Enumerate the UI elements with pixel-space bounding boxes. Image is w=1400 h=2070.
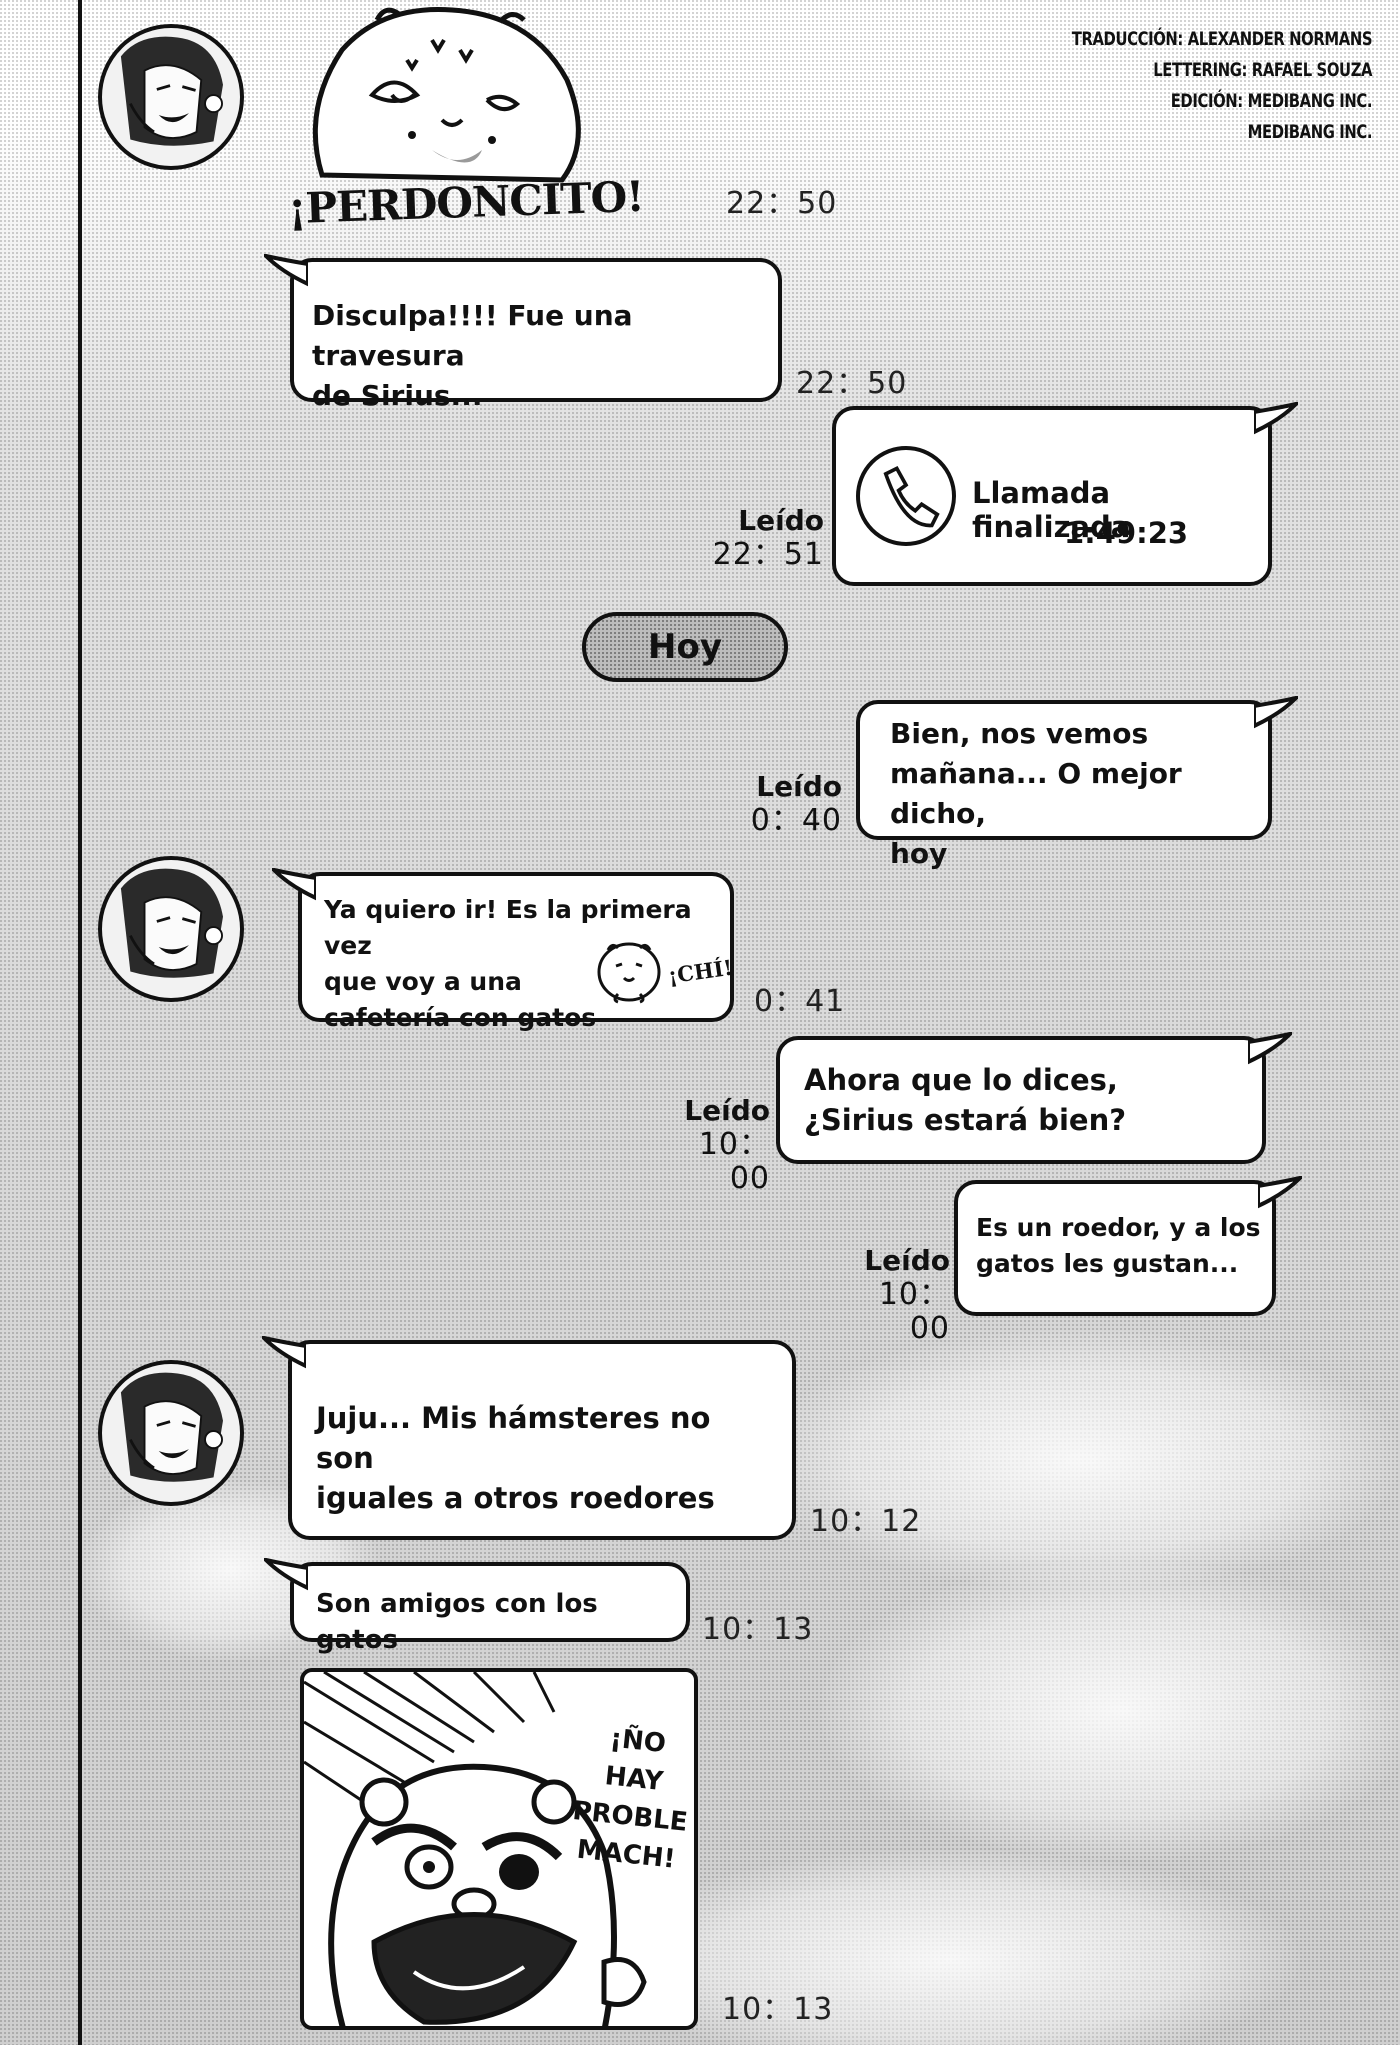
read-label: Leído xyxy=(738,504,824,537)
message-text: Disculpa!!!! Fue una travesura de Sirius… xyxy=(312,299,633,412)
message-text: Ya quiero ir! Es la primera vez que voy … xyxy=(324,895,692,1032)
call-bubble[interactable]: Llamada finalizada 1:49:23 xyxy=(832,402,1298,586)
bubble-tail xyxy=(272,868,316,901)
screentone-cloud xyxy=(760,1330,1400,1590)
message-bubble-outgoing[interactable]: Ahora que lo dices, ¿Sirius estará bien? xyxy=(776,1032,1292,1164)
read-label: Leído xyxy=(684,1094,770,1127)
avatar[interactable] xyxy=(98,1360,244,1506)
hamster-mini-sticker xyxy=(597,942,661,1004)
credit-line: TRADUCCIÓN: ALEXANDER NORMANS xyxy=(1071,28,1373,50)
hamster-sticker-drawing xyxy=(312,7,581,183)
hamster-panel-drawing xyxy=(304,1672,647,2026)
message-time: 10：13 xyxy=(722,1992,834,2027)
message-time: 10：13 xyxy=(702,1612,814,1647)
message-text: Es un roedor, y a los gatos les gustan..… xyxy=(976,1213,1261,1278)
read-receipt: Leído 10：00 xyxy=(842,1244,950,1346)
phone-icon-glyph xyxy=(883,465,940,528)
read-receipt: Leído 22：51 xyxy=(710,504,824,572)
read-label: Leído xyxy=(864,1244,950,1277)
avatar-portrait xyxy=(120,1372,223,1482)
message-bubble-outgoing[interactable]: Es un roedor, y a los gatos les gustan..… xyxy=(954,1176,1302,1316)
credit-line: LETTERING: RAFAEL SOUZA xyxy=(1153,59,1372,81)
read-label: Leído xyxy=(756,770,842,803)
bubble-tail xyxy=(1254,402,1298,435)
call-status: Llamada finalizada xyxy=(972,476,1131,544)
avatar-portrait xyxy=(120,36,223,146)
message-bubble-incoming[interactable]: Disculpa!!!! Fue una travesura de Sirius… xyxy=(264,254,782,412)
avatar-portrait xyxy=(120,868,223,978)
message-time: 10：00 xyxy=(878,1277,950,1346)
message-time: 0：41 xyxy=(754,984,846,1019)
credit-line: EDICIÓN: MEDIBANG INC. xyxy=(1170,90,1373,112)
credits-block: TRADUCCIÓN: ALEXANDER NORMANS LETTERING:… xyxy=(1071,24,1373,148)
message-time: 10：00 xyxy=(698,1127,770,1196)
screentone-cloud xyxy=(600,1850,1300,2070)
screentone-cloud xyxy=(820,1560,1400,1860)
message-text: Juju... Mis hámsteres no son iguales a o… xyxy=(316,1401,715,1515)
bubble-tail xyxy=(262,1336,306,1369)
photo-caption: ¡ÑO HAY PROBLE MACH! xyxy=(571,1723,689,1875)
message-time: 10：12 xyxy=(810,1504,922,1539)
message-time: 0：40 xyxy=(750,803,842,838)
message-time: 22：50 xyxy=(796,366,908,401)
message-time: 22：51 xyxy=(712,537,824,572)
message-text: Ahora que lo dices, ¿Sirius estará bien? xyxy=(804,1063,1127,1137)
bubble-tail xyxy=(1248,1032,1292,1065)
bubble-tail xyxy=(1258,1176,1302,1209)
bubble-tail xyxy=(1254,696,1298,729)
message-bubble-incoming[interactable]: Ya quiero ir! Es la primera vez que voy … xyxy=(272,868,735,1032)
date-divider: Hoy xyxy=(582,612,788,682)
credit-line: MEDIBANG INC. xyxy=(1247,121,1372,143)
message-bubble-outgoing[interactable]: Bien, nos vemos mañana... O mejor dicho,… xyxy=(856,696,1298,870)
bubble-tail xyxy=(264,254,308,287)
page-spine-line xyxy=(78,0,82,2045)
call-duration: 1:49:23 xyxy=(1064,516,1189,550)
hamster-sticker[interactable]: ¡PERDONCITO! xyxy=(282,0,644,240)
message-bubble-incoming[interactable]: Juju... Mis hámsteres no son iguales a o… xyxy=(262,1336,796,1540)
avatar[interactable] xyxy=(98,856,244,1002)
bubble-tail xyxy=(264,1558,308,1591)
message-bubble-incoming[interactable]: Son amigos con los gatos xyxy=(264,1558,690,1655)
read-receipt: Leído 10：00 xyxy=(666,1094,770,1196)
avatar[interactable] xyxy=(98,24,244,170)
message-text: Bien, nos vemos mañana... O mejor dicho,… xyxy=(890,717,1182,870)
phone-icon xyxy=(856,446,956,546)
read-receipt: Leído 0：40 xyxy=(724,770,842,838)
sticker-text: ¡CHÍ! xyxy=(666,954,735,989)
image-message[interactable]: ¡ÑO HAY PROBLE MACH! xyxy=(300,1668,698,2030)
message-text: Son amigos con los gatos xyxy=(316,1589,598,1655)
message-time: 22：50 xyxy=(726,186,838,221)
